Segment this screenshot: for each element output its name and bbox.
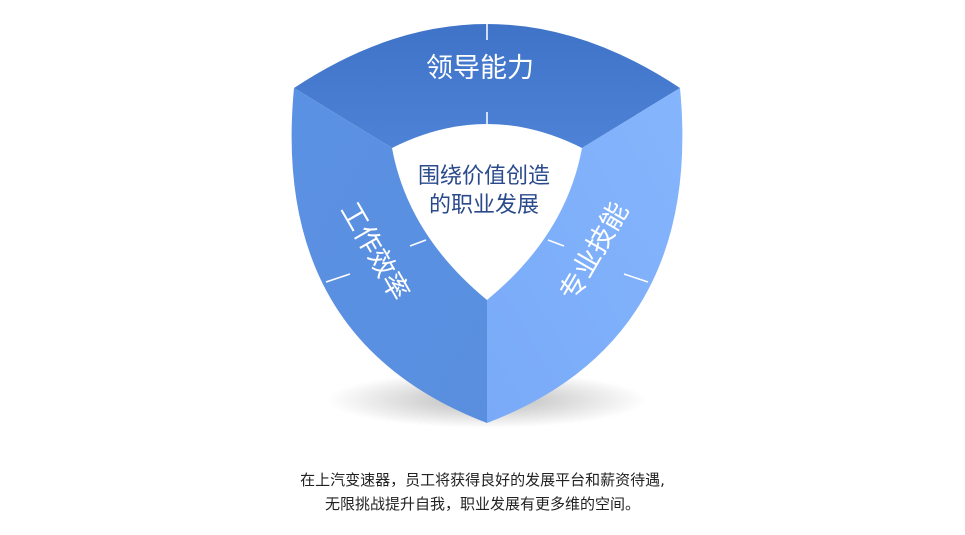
segment-top-label: 领导能力 [426,53,534,84]
segment-top [294,24,680,148]
segment-right [487,88,683,423]
caption-line-2: 无限挑战提升自我，职业发展有更多维的空间。 [324,495,640,513]
segment-left [291,88,487,423]
divider-right-inner [547,239,565,247]
center-label-line2: 的职业发展 [429,193,539,218]
divider-right-outer [623,273,649,283]
divider-left-inner [409,239,427,247]
divider-left-outer [325,273,351,283]
caption-line-1: 在上汽变速器，员工将获得良好的发展平台和薪资待遇, [300,471,665,489]
center-label-line1: 围绕价值创造 [418,164,550,189]
